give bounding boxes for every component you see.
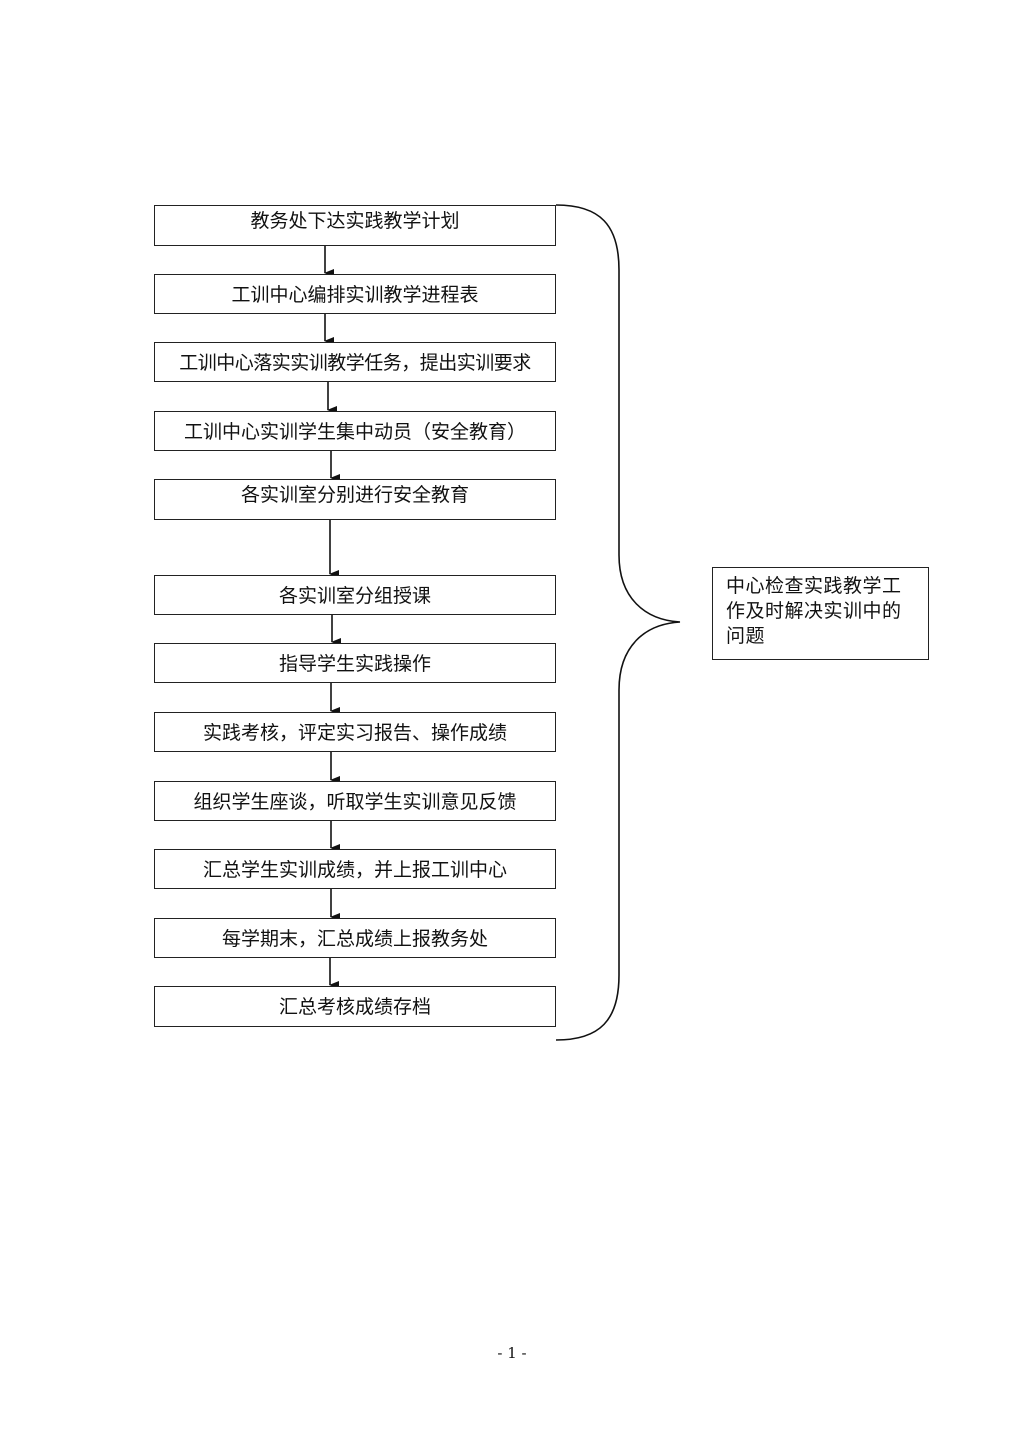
step-5-label: 各实训室分别进行安全教育 (240, 484, 469, 506)
step-7-box: 指导学生实践操作 (154, 643, 556, 683)
step-7-label: 指导学生实践操作 (278, 653, 431, 675)
step-10-box: 汇总学生实训成绩，并上报工训中心 (154, 849, 556, 889)
step-1-label: 教务处下达实践教学计划 (250, 210, 460, 232)
step-8-box: 实践考核，评定实习报告、操作成绩 (154, 712, 556, 752)
step-9-label: 组织学生座谈，听取学生实训意见反馈 (193, 791, 517, 813)
step-2-box: 工训中心编排实训教学进程表 (154, 274, 556, 314)
step-1-box: 教务处下达实践教学计划 (154, 205, 556, 246)
step-11-label: 每学期末，汇总成绩上报教务处 (221, 928, 488, 950)
step-5-box: 各实训室分别进行安全教育 (154, 479, 556, 520)
step-9-box: 组织学生座谈，听取学生实训意见反馈 (154, 781, 556, 821)
step-3-box: 工训中心落实实训教学任务，提出实训要求 (154, 342, 556, 382)
page-number: - 1 - (497, 1344, 527, 1362)
step-12-label: 汇总考核成绩存档 (278, 996, 431, 1018)
step-8-label: 实践考核，评定实习报告、操作成绩 (202, 722, 507, 744)
step-3-label: 工训中心落实实训教学任务，提出实训要求 (179, 352, 531, 374)
step-6-label: 各实训室分组授课 (278, 585, 431, 607)
step-4-label: 工训中心实训学生集中动员（安全教育） (183, 421, 526, 443)
step-6-box: 各实训室分组授课 (154, 575, 556, 615)
step-11-box: 每学期末，汇总成绩上报教务处 (154, 918, 556, 958)
step-12-box: 汇总考核成绩存档 (154, 986, 556, 1027)
supervision-note-box: 中心检查实践教学工作及时解决实训中的问题 (712, 567, 929, 660)
curly-brace (555, 204, 681, 1041)
step-4-box: 工训中心实训学生集中动员（安全教育） (154, 411, 556, 451)
supervision-note-text: 中心检查实践教学工作及时解决实训中的问题 (726, 575, 902, 647)
step-10-label: 汇总学生实训成绩，并上报工训中心 (202, 859, 507, 881)
step-2-label: 工训中心编排实训教学进程表 (231, 284, 479, 306)
